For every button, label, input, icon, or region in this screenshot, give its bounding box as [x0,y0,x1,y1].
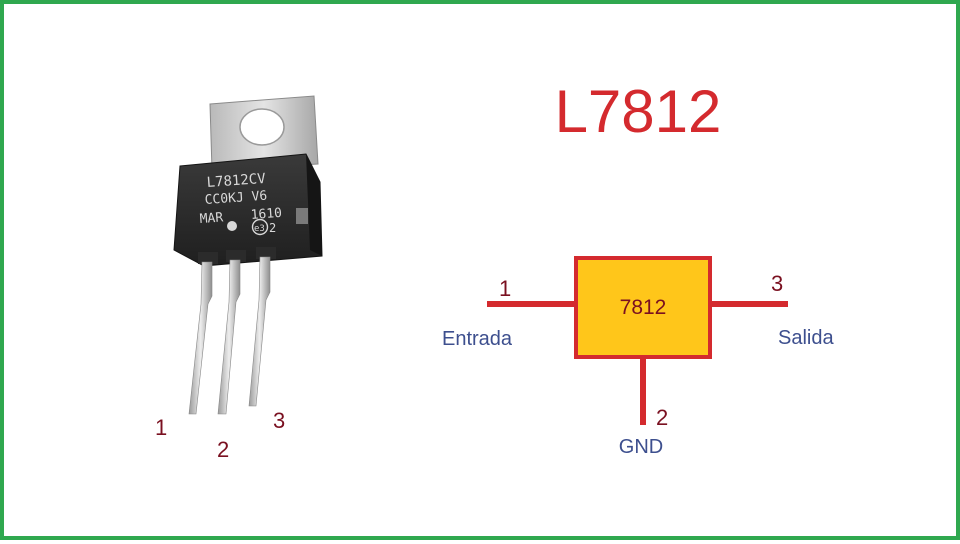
body-notch [296,208,308,224]
regulator-box [574,256,712,359]
diagram-svg: L7812CV CC0KJ V6 MAR 1610 e3 2 1 2 3 L78… [155,78,834,462]
marking-dot [227,221,237,231]
schematic-symbol: 7812 1 2 3 Entrada GND Salida [442,256,834,458]
marking-line1: L7812CV [206,171,267,191]
schematic-pin-number-3: 3 [771,271,783,296]
pin-stub-2 [226,250,246,262]
leg-1 [188,261,213,415]
e3-circle-icon [251,218,269,236]
pin-label-salida: Salida [778,327,834,349]
marking-e3-suffix: 2 [269,221,276,235]
photo-pin-number-1: 1 [155,415,167,440]
photo-pin-number-3: 3 [273,408,285,433]
pin-label-entrada: Entrada [442,328,513,350]
marking-line3-right: 1610 [250,206,282,223]
leg-3 [248,256,271,407]
pin-stub-1 [198,252,218,264]
pin-label-gnd: GND [619,436,663,458]
pin-stub-3 [256,247,276,259]
marking-line3-left: MAR [199,210,224,227]
schematic-pin-number-1: 1 [499,276,511,301]
diagram-title: L7812 [555,78,722,145]
leg-2 [217,259,241,415]
schematic-pin-number-2: 2 [656,405,668,430]
regulator-box-label: 7812 [620,296,667,319]
marking-e3: e3 [254,224,265,234]
regulator-photo: L7812CV CC0KJ V6 MAR 1610 e3 2 1 2 3 [155,95,323,462]
body-side [306,154,322,256]
mounting-hole [239,108,285,146]
photo-pin-number-2: 2 [217,437,229,462]
marking-line2: CC0KJ V6 [204,189,268,208]
